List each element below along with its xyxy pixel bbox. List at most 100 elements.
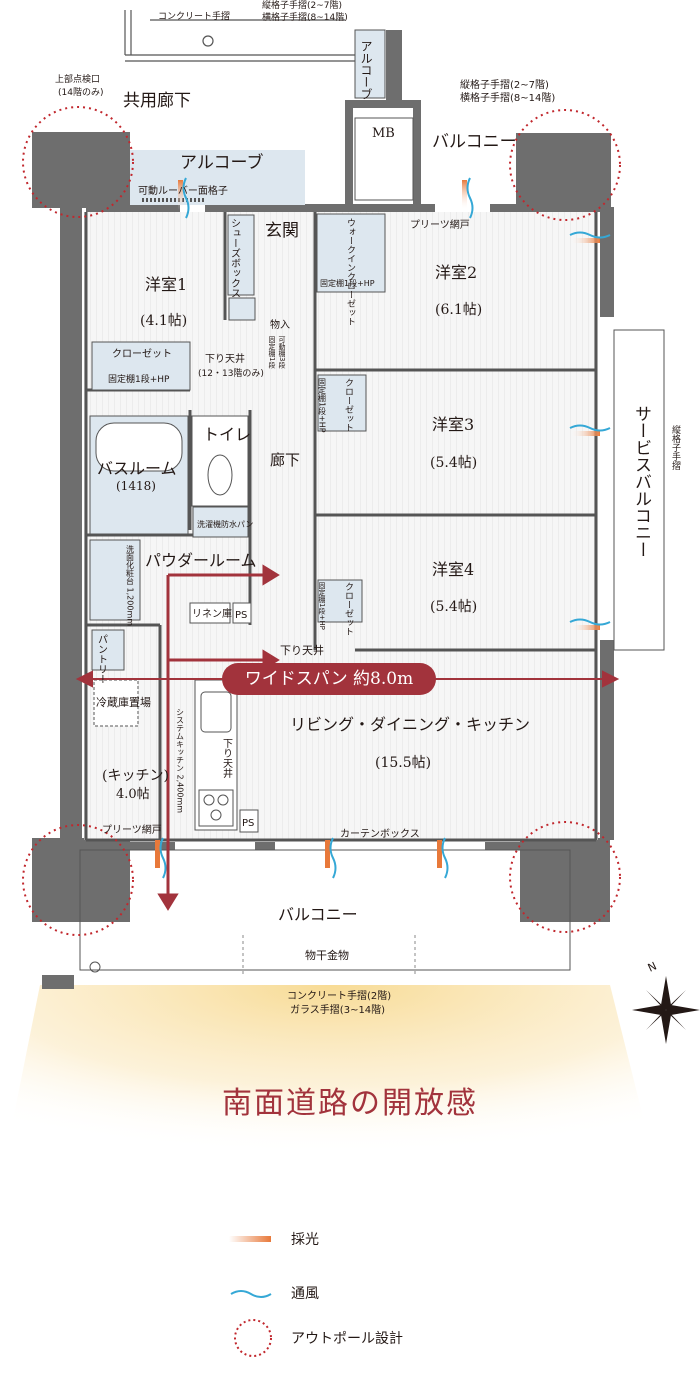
ldk-label: リビング・ダイニング・キッチン xyxy=(290,715,530,734)
legend-outpole: アウトポール設計 xyxy=(229,1323,403,1353)
pleated-door-bottom-label: プリーツ網戸 xyxy=(102,823,162,836)
vanity-label: 洗面化粧台 1,200mm xyxy=(126,544,135,626)
concrete-rail-bottom-label: コンクリート手摺(2階) xyxy=(287,989,391,1002)
top-railing xyxy=(124,10,375,62)
linen-box xyxy=(189,602,231,624)
mb-box xyxy=(354,117,414,201)
service-balcony-label: サービスバルコニー xyxy=(631,405,651,558)
room4-size: (5.4帖) xyxy=(430,599,477,615)
lowered-ceiling-1-label: 下り天井 xyxy=(280,643,324,657)
wind-marks xyxy=(159,177,611,879)
kitchen-label: (キッチン) xyxy=(102,768,169,784)
closet1-box xyxy=(91,341,191,391)
alcove xyxy=(130,150,305,205)
wind-icon xyxy=(229,1278,279,1308)
bathroom-size: (1418) xyxy=(116,479,156,493)
room1-size: (4.1帖) xyxy=(140,313,187,329)
inspection-hatch-label: 上部点検口 xyxy=(55,73,100,85)
compass-icon xyxy=(632,976,700,1044)
drain xyxy=(89,961,101,973)
ps2-box xyxy=(239,809,259,833)
room2-label: 洋室2 xyxy=(435,263,477,282)
closet4-label: クローゼット xyxy=(343,582,354,636)
washer-pan xyxy=(192,506,249,538)
toilet-bowl xyxy=(207,454,233,496)
kitchen-size: 4.0帖 xyxy=(116,787,150,802)
corridor-label: 廊下 xyxy=(270,451,300,469)
service-balcony-area xyxy=(613,329,665,651)
pantry-label: パントリー xyxy=(96,634,108,684)
closet3-shelf-label: 固定棚1段+HP xyxy=(318,378,327,433)
closet3-box xyxy=(317,374,367,432)
closet1-label: クローゼット xyxy=(112,348,172,360)
genkan-label: 玄関 xyxy=(265,221,299,241)
closet4-box xyxy=(317,579,363,623)
headline: 南面道路の開放感 xyxy=(222,1086,478,1121)
washer-pan-label: 洗濯機防水パン xyxy=(197,519,253,529)
powder-room-label: パウダールーム xyxy=(145,551,257,570)
lowered-ceiling-2-label: 下り天井 xyxy=(221,738,233,779)
system-kitchen-label: システムキッチン 2,400mm xyxy=(176,708,185,813)
legend-wind: 通風 xyxy=(229,1278,319,1308)
room4-label: 洋室4 xyxy=(432,560,474,579)
curtain-box-label: カーテンボックス xyxy=(340,828,420,840)
storage xyxy=(228,297,256,321)
fridge-box xyxy=(93,679,139,727)
louver-grill-label: 可動ルーバー面格子 xyxy=(138,184,228,197)
horizontal-rail-right-label: 横格子手摺(8~14階) xyxy=(460,91,555,104)
legend-outpole-label: アウトポール設計 xyxy=(291,1331,403,1347)
burner xyxy=(217,794,229,806)
vertical-rail-top-label: 縦格子手摺(2~7階) xyxy=(262,0,342,11)
common-corridor-label: 共用廊下 xyxy=(123,91,191,111)
outpole-circle-icon xyxy=(234,1319,272,1357)
glass-rail-bottom-label: ガラス手摺(3~14階) xyxy=(290,1003,385,1016)
walkin-closet xyxy=(316,213,386,293)
alcove-vertical-label: アルコーブ xyxy=(359,40,373,100)
horizontal-rail-top-label: 横格子手摺(8~14階) xyxy=(262,11,348,23)
powder-room-area xyxy=(89,539,141,621)
interior-walls xyxy=(84,212,598,842)
storage-note1: 固定棚1段 xyxy=(268,336,276,370)
sunlight-marks xyxy=(155,180,600,868)
alcove-vertical xyxy=(354,29,386,99)
clothes-hanger-label: 物干金物 xyxy=(305,948,349,962)
room2-size: (6.1帖) xyxy=(435,302,482,318)
legend-sunlight: 採光 xyxy=(229,1224,319,1254)
lowered-ceiling-1213-note: (12・13階のみ) xyxy=(198,368,264,379)
shoes-box-label: シューズボックス xyxy=(229,218,241,298)
alcove-label: アルコーブ xyxy=(180,152,263,173)
compass-north-label: N xyxy=(646,959,659,974)
room3-size: (5.4帖) xyxy=(430,455,477,471)
pleated-door-top-label: プリーツ網戸 xyxy=(410,218,470,231)
legend-sunlight-label: 採光 xyxy=(291,1232,319,1248)
inspection-hatch-note: (14階のみ) xyxy=(58,87,103,98)
room1-label: 洋室1 xyxy=(145,275,187,294)
outpole-circles xyxy=(22,106,621,936)
south-glow xyxy=(0,985,660,1185)
room3-label: 洋室3 xyxy=(432,415,474,434)
shoes-box xyxy=(227,214,255,296)
ps2-label: PS xyxy=(242,818,254,829)
walkin-shelf-label: 固定棚1段+HP xyxy=(320,278,375,288)
burner xyxy=(203,794,215,806)
walkin-closet-label: ウォークインクローゼット xyxy=(345,218,356,326)
mb-label: MB xyxy=(372,126,395,141)
outer-walls xyxy=(32,30,614,989)
legend-wind-label: 通風 xyxy=(291,1286,319,1302)
ps1-label: PS xyxy=(235,610,247,621)
toilet-label: トイレ xyxy=(203,425,251,444)
bathtub xyxy=(95,422,183,472)
vertical-rail-side-label: 縦格子手摺 xyxy=(670,424,681,471)
balcony-bottom-label: バルコニー xyxy=(278,905,358,924)
closet3-label: クローゼット xyxy=(343,378,354,432)
sink xyxy=(200,691,232,733)
ps1-box xyxy=(232,602,252,624)
storage-note2: 可動棚3段 xyxy=(278,336,286,370)
circulation-arrows xyxy=(157,564,280,911)
wide-span-label: ワイドスパン 約8.0m xyxy=(222,663,436,695)
vertical-rail-right-label: 縦格子手摺(2~7階) xyxy=(460,78,549,91)
closet4-shelf-label: 固定棚1段+HP xyxy=(318,582,326,630)
closet1-shelf-label: 固定棚1段+HP xyxy=(108,373,170,385)
ldk-size: (15.5帖) xyxy=(375,755,431,771)
